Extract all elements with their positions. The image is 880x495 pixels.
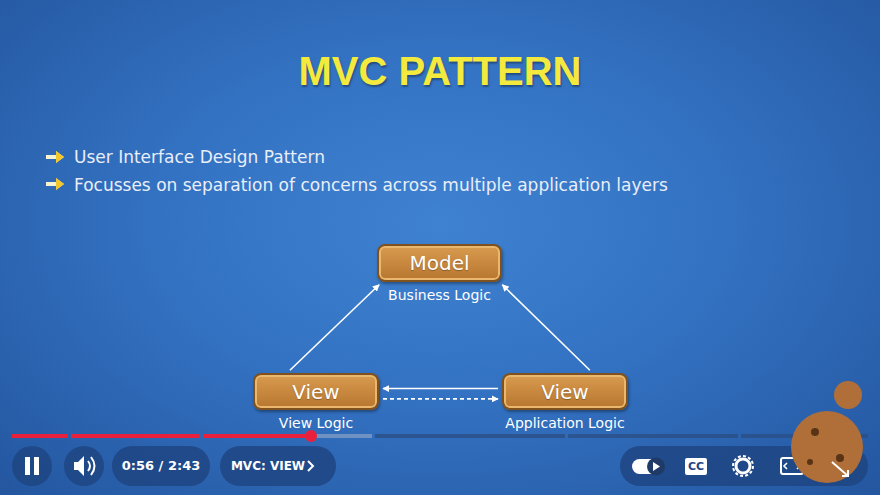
progress-segment [741,434,868,438]
autoplay-icon [653,462,660,471]
bullet-arrow-shape [46,178,64,190]
player-controls [12,446,868,486]
progress-bar [12,430,868,442]
bullet-arrow-tip [56,178,64,190]
bullet-text: User Interface Design Pattern [74,147,325,167]
settings-pill [620,446,868,486]
component-name: View [541,381,588,403]
component-box: ModelBusiness Logic [377,244,502,282]
volume-waves [88,457,95,475]
progress-segment [568,434,738,438]
component-role: Application Logic [505,415,624,431]
cookie-chip [836,454,844,462]
slide-title: MVC PATTERN [0,48,880,94]
captions-box [685,458,707,475]
flow-arrow [502,285,589,370]
pause-button [12,446,52,486]
bullet-arrow-shape [46,151,64,163]
bullet-text: Focusses on separation of concerns acros… [74,175,668,195]
progress-segment [203,434,311,438]
component-role: Business Logic [388,287,491,303]
flow-arrow [383,398,498,400]
captions-label: CC [688,460,704,474]
volume-icon [74,456,84,476]
flow-arrow [290,285,379,370]
pause-icon [25,457,30,475]
chapter-name: MVC: VIEW [231,459,305,474]
embed-brackets [784,463,800,469]
bullet-arrow [46,151,64,163]
autoplay-toggle [632,459,664,474]
progress-segment [375,434,565,438]
cookie-body [791,411,863,483]
pause-icon [34,457,39,475]
bullet-arrow-tip [56,151,64,163]
settings-gear-teeth [733,456,753,476]
embed-icon [781,458,803,474]
fullscreen-icon [832,462,848,476]
flow-arrow [383,388,498,390]
component-name: View [292,381,339,403]
chapter-pill [220,446,336,486]
cookie-mascot [791,381,863,483]
bullet-arrow [46,178,64,190]
volume-button [64,446,104,486]
time-display: 0:56 / 2:43 [122,458,200,474]
progress-knob [305,430,317,442]
settings-gear [736,459,750,473]
autoplay-knob [647,458,665,476]
progress-segment [71,434,199,438]
component-role: View Logic [279,415,353,431]
component-box: ViewApplication Logic [502,373,628,410]
progress-segment [12,434,68,438]
cookie-chip [811,428,819,436]
cookie-chip [807,459,813,465]
time-pill [112,446,210,486]
component-box: ViewView Logic [253,373,379,410]
cookie-small [834,381,862,409]
component-name: Model [409,252,469,274]
chapter-chevron [308,461,313,471]
progress-buffer [311,434,372,438]
